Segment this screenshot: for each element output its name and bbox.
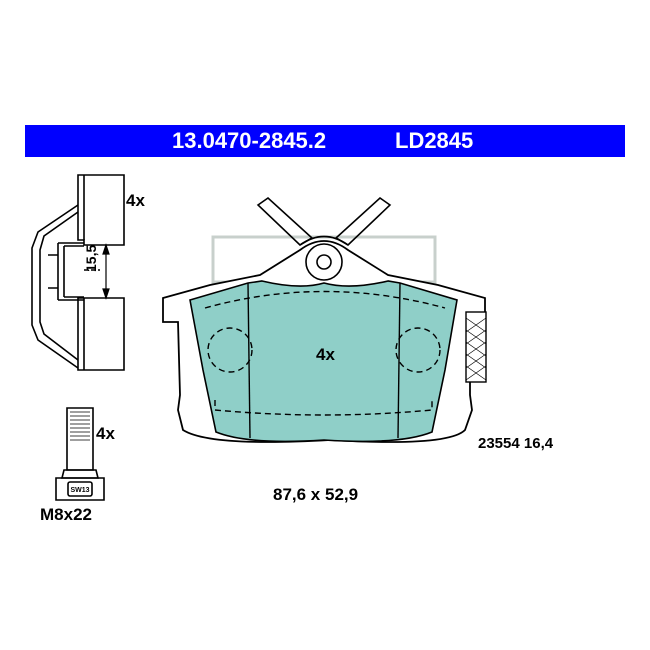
clip-quantity-label: 4x xyxy=(126,191,145,210)
pad-reference-label: 23554 16,4 xyxy=(478,435,554,452)
wrench-size-label: SW13 xyxy=(70,487,89,494)
clip-dimension-line xyxy=(102,243,110,300)
retainer-tab xyxy=(465,311,487,383)
pad-spring xyxy=(256,196,392,246)
bolt-size-label: M8x22 xyxy=(40,505,92,524)
bolt-quantity-label: 4x xyxy=(96,424,115,443)
centre-pin xyxy=(305,243,343,281)
clip-drawing xyxy=(31,174,125,371)
pad-detail-lines xyxy=(204,282,446,439)
header-band: 13.0470-2845.2 LD2845 xyxy=(25,125,625,157)
clip-dimension-label: 15,5 xyxy=(83,244,99,272)
part-number: 13.0470-2845.2 xyxy=(172,128,327,153)
bolt-drawing xyxy=(55,407,105,501)
product-code: LD2845 xyxy=(395,128,474,153)
friction-material xyxy=(189,280,458,443)
pad-dimensions-label: 87,6 x 52,9 xyxy=(273,485,359,504)
pad-quantity-label: 4x xyxy=(316,345,335,364)
